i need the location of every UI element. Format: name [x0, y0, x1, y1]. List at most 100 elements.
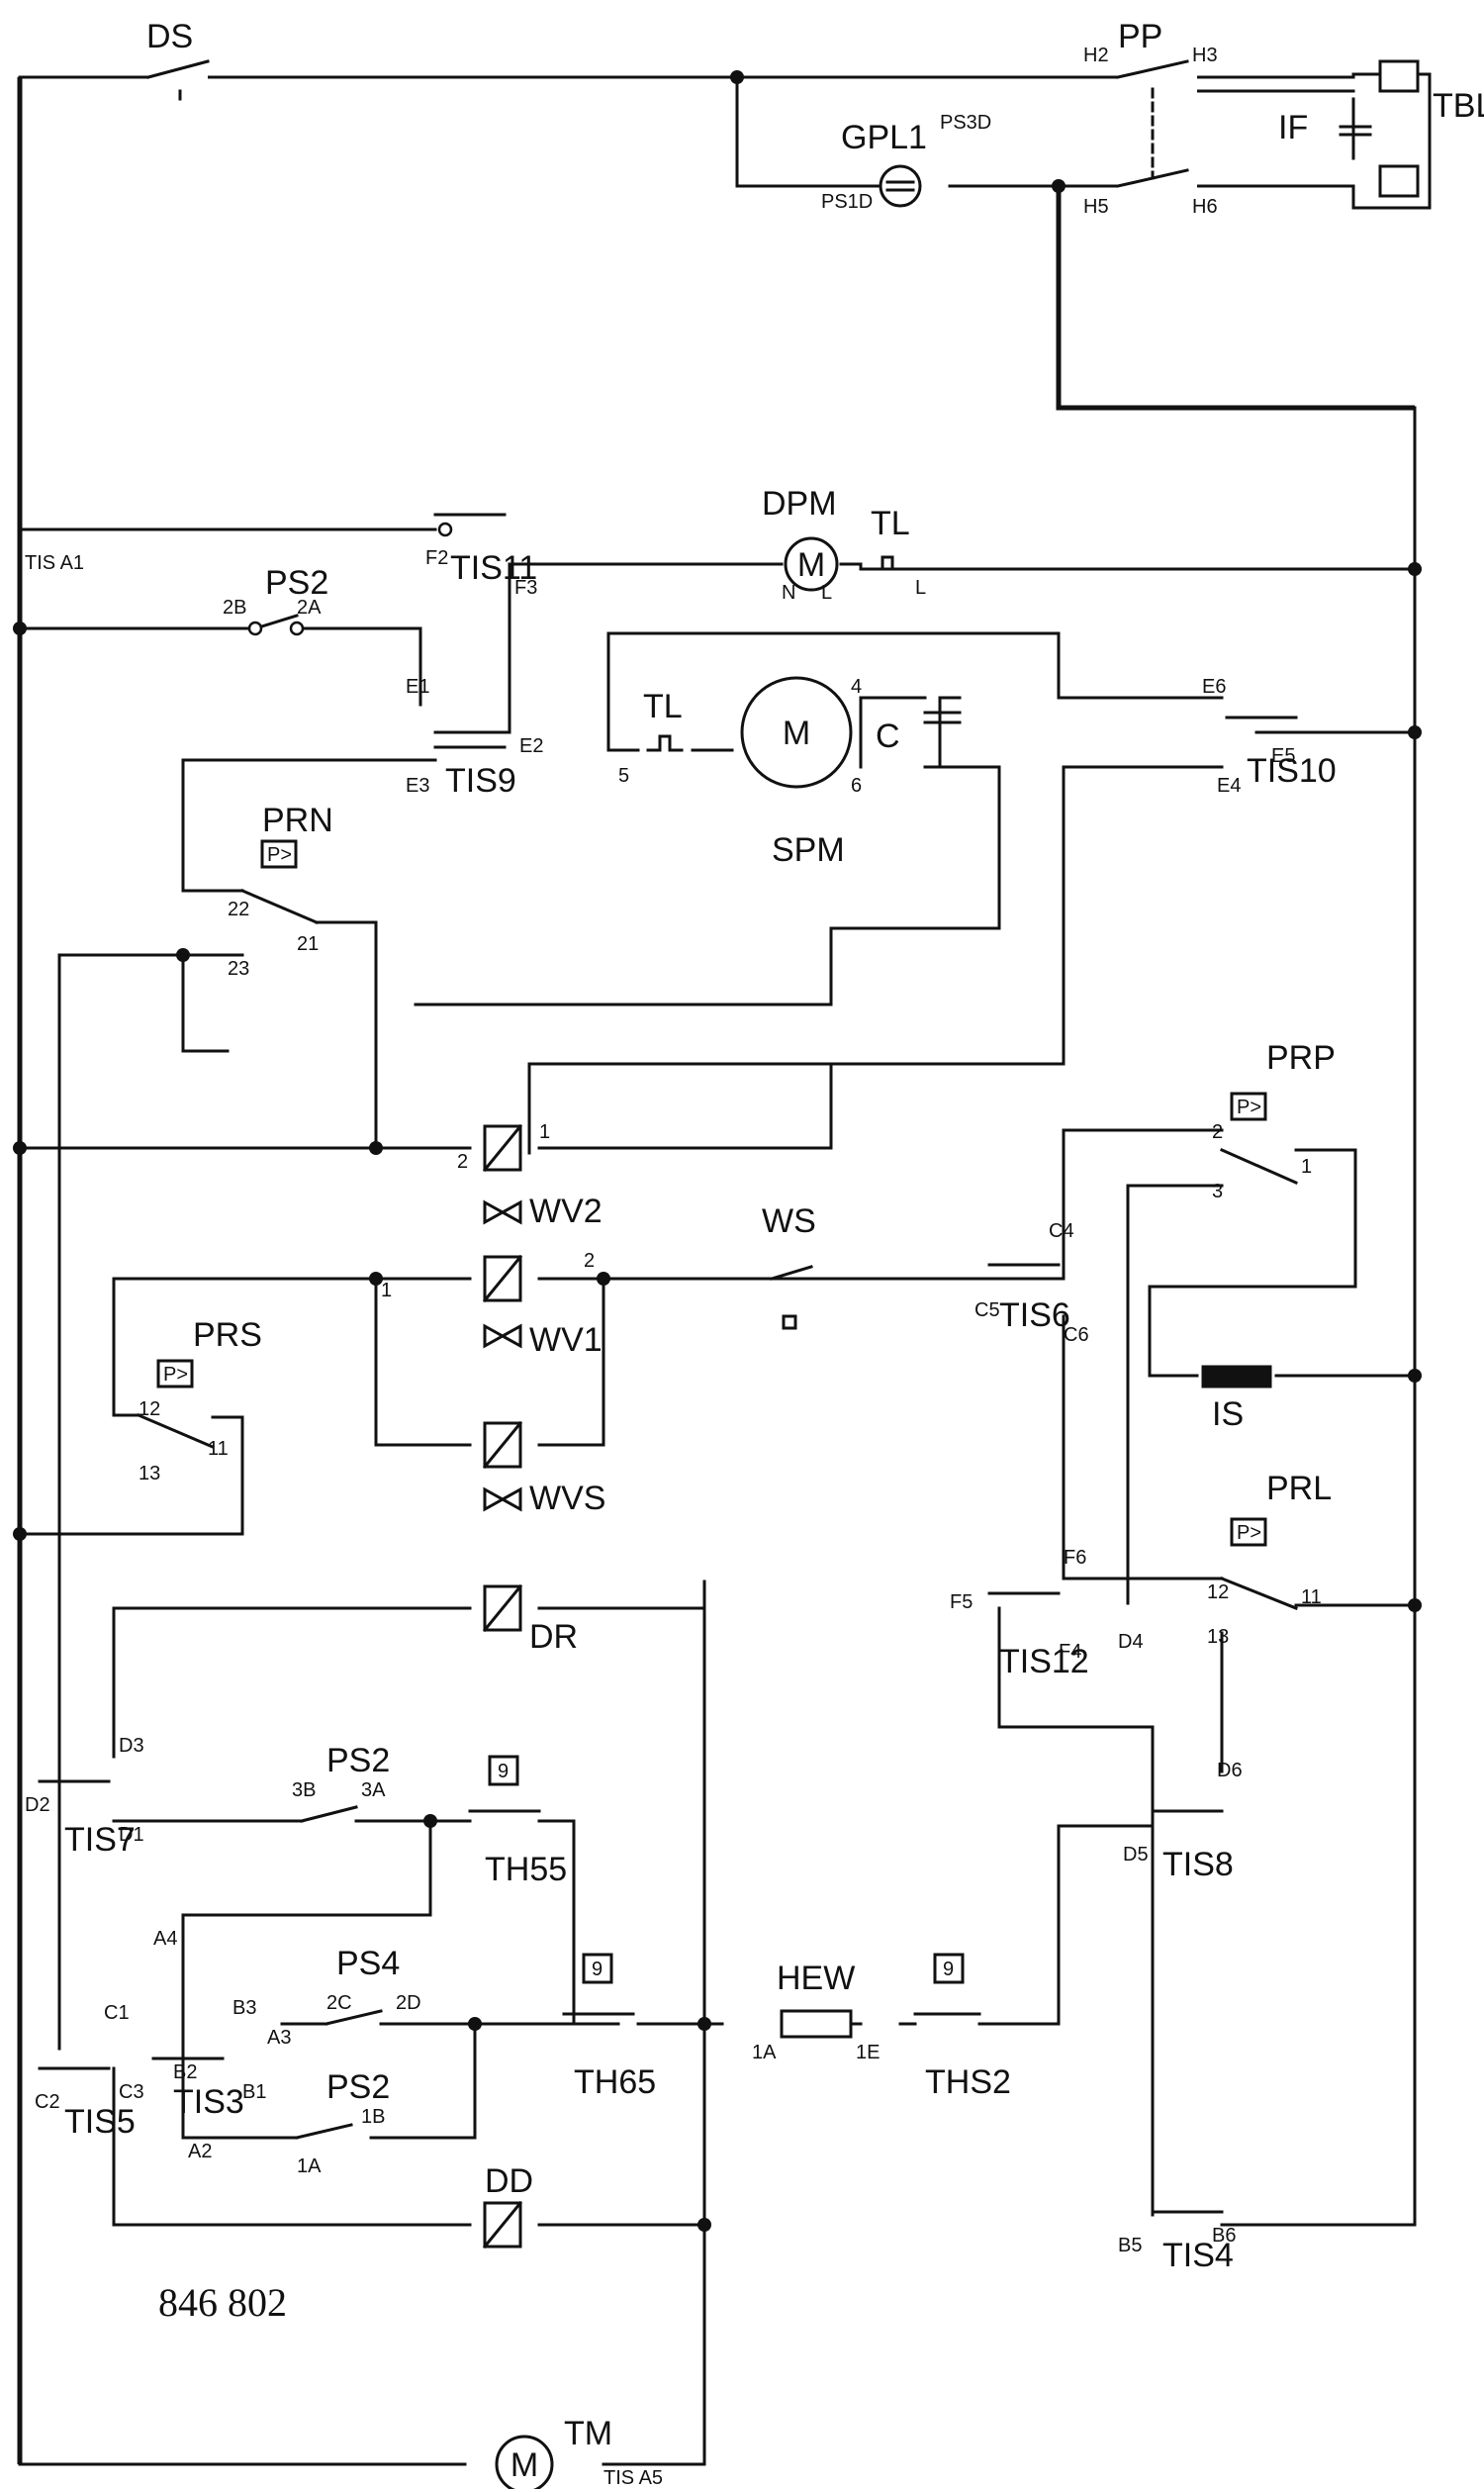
ps4-2d-label: 2D — [396, 1992, 421, 2014]
th55-thermostat: 9 TH55 — [468, 1755, 567, 1888]
c5-label: C5 — [974, 1299, 1000, 1321]
d3-label: D3 — [119, 1735, 144, 1757]
spm-4-label: 4 — [851, 676, 862, 698]
dd-valve: DD — [482, 2162, 533, 2250]
c3-label: C3 — [119, 2081, 144, 2103]
pp-switch: PP H2 H3 H5 H6 — [1083, 18, 1218, 218]
tm-m-label: M — [510, 2446, 538, 2484]
prn-23-label: 23 — [228, 958, 249, 980]
th65-label: TH65 — [574, 2063, 656, 2101]
prl-13-label: 13 — [1207, 1626, 1229, 1648]
tbl-label: TBL — [1433, 87, 1484, 125]
a2-label: A2 — [188, 2141, 212, 2162]
prs-13-label: 13 — [139, 1463, 160, 1484]
prp-label: PRP — [1266, 1039, 1336, 1077]
d4-label: D4 — [1118, 1631, 1144, 1653]
c2-label: C2 — [35, 2091, 60, 2113]
tis6-switch: TIS6 C4 C5 C6 — [974, 1220, 1089, 1346]
th65-thermostat: 9 TH65 — [562, 1953, 656, 2101]
d5-label: D5 — [1123, 1844, 1149, 1866]
e5-label: E5 — [1271, 745, 1295, 767]
tis12-switch: TIS12 F4 F5 F6 D4 — [950, 1547, 1144, 1680]
ps4-switch: PS4 2C 2D — [325, 1945, 421, 2026]
wv1-label: WV1 — [529, 1321, 603, 1359]
ps2-3a-label: 3A — [361, 1779, 386, 1801]
tis4-switch: TIS4 B5 B6 — [1118, 2210, 1236, 2274]
dr-relay: DR — [482, 1583, 578, 1656]
wv2-1-label: 1 — [539, 1121, 550, 1143]
tl-l-label: L — [915, 577, 926, 599]
e6-label: E6 — [1202, 676, 1226, 698]
ths2-thermostat: 9 THS2 — [913, 1953, 1011, 2101]
tl-spm-label: TL — [643, 688, 683, 725]
tbl-block: TBL IF — [1278, 59, 1484, 198]
b2-label: B2 — [173, 2061, 197, 2083]
hew-1a-label: 1A — [752, 2042, 777, 2063]
ps2-1b-label: 1B — [361, 2106, 385, 2128]
tis-a1-label: TIS A1 — [25, 552, 84, 574]
prl-12-label: 12 — [1207, 1581, 1229, 1603]
c1-label: C1 — [104, 2002, 130, 2024]
e3-label: E3 — [406, 775, 429, 797]
tis6-label: TIS6 — [999, 1296, 1070, 1334]
tl-upper: TL L — [869, 505, 926, 599]
ps2-2a-label: 2A — [297, 597, 322, 619]
capacitor-c: C — [876, 711, 962, 755]
tis3-switch: TIS3 A2 A3 A4 B1 B2 B3 C1 — [104, 1928, 291, 2162]
d6-label: D6 — [1217, 1760, 1243, 1781]
spm-5-label: 5 — [618, 765, 629, 787]
gpl1-label: GPL1 — [841, 119, 927, 156]
ths2-label: THS2 — [925, 2063, 1011, 2101]
ps2-lower-label: PS2 — [326, 2068, 390, 2106]
spm-motor: M SPM 4 5 6 — [618, 676, 862, 869]
prl-switch: P> PRL 11 12 13 — [1207, 1470, 1332, 1648]
spm-6-label: 6 — [851, 775, 862, 797]
is-heater: IS — [1201, 1365, 1272, 1433]
ps3d-label: PS3D — [940, 112, 991, 134]
gpl1-lamp: GPL1 PS1D PS3D — [821, 112, 991, 213]
wvs-label: WVS — [529, 1480, 605, 1517]
dpm-n-label: N — [782, 582, 795, 604]
ws-label: WS — [762, 1202, 816, 1240]
tis-a5-label: TIS A5 — [603, 2467, 663, 2489]
tm-label-visible: TM — [564, 2415, 612, 2452]
ps2-lower: PS2 1A 1B — [295, 2068, 390, 2177]
ps2-middle: PS2 3A 3B — [292, 1742, 390, 1823]
tis3-label: TIS3 — [173, 2083, 244, 2121]
e1-label: E1 — [406, 676, 429, 698]
prn-label: PRN — [262, 802, 333, 839]
ps2-2b-label: 2B — [223, 597, 246, 619]
prp-p-mark: P> — [1237, 1097, 1261, 1118]
b3-label: B3 — [232, 1997, 256, 2019]
wv1-2-label: 2 — [584, 1250, 595, 1272]
prl-11-label: 11 — [1301, 1586, 1322, 1608]
is-label: IS — [1212, 1395, 1244, 1433]
tis9-label: TIS9 — [445, 762, 516, 800]
prl-label: PRL — [1266, 1470, 1332, 1507]
prs-switch: P> PRS 11 12 13 — [137, 1316, 262, 1484]
b5-label: B5 — [1118, 2235, 1142, 2256]
wv2-valve: WV2 1 2 — [457, 1121, 603, 1230]
tl-upper-label: TL — [871, 505, 910, 542]
tis10-label: TIS10 — [1247, 752, 1337, 790]
tis9-switch: TIS9 E1 E2 E3 — [406, 676, 543, 800]
hew-label: HEW — [777, 1960, 855, 1997]
wv2-label: WV2 — [529, 1193, 603, 1230]
prn-21-label: 21 — [297, 933, 319, 955]
prs-11-label: 11 — [208, 1438, 229, 1460]
h3-label: H3 — [1192, 45, 1218, 66]
b1-label: B1 — [242, 2081, 266, 2103]
ps4-2c-label: 2C — [326, 1992, 352, 2014]
wv1-1-label: 1 — [381, 1280, 392, 1301]
ps1d-label: PS1D — [821, 191, 873, 213]
junctions — [13, 70, 1422, 2232]
if-label: IF — [1278, 109, 1308, 146]
f5-label: F5 — [950, 1591, 973, 1613]
prs-label: PRS — [193, 1316, 262, 1354]
dr-label: DR — [529, 1618, 578, 1656]
th65-mark: 9 — [592, 1959, 603, 1980]
prs-p-mark: P> — [163, 1364, 188, 1386]
d2-label: D2 — [25, 1794, 50, 1816]
f2-label: F2 — [425, 547, 448, 569]
